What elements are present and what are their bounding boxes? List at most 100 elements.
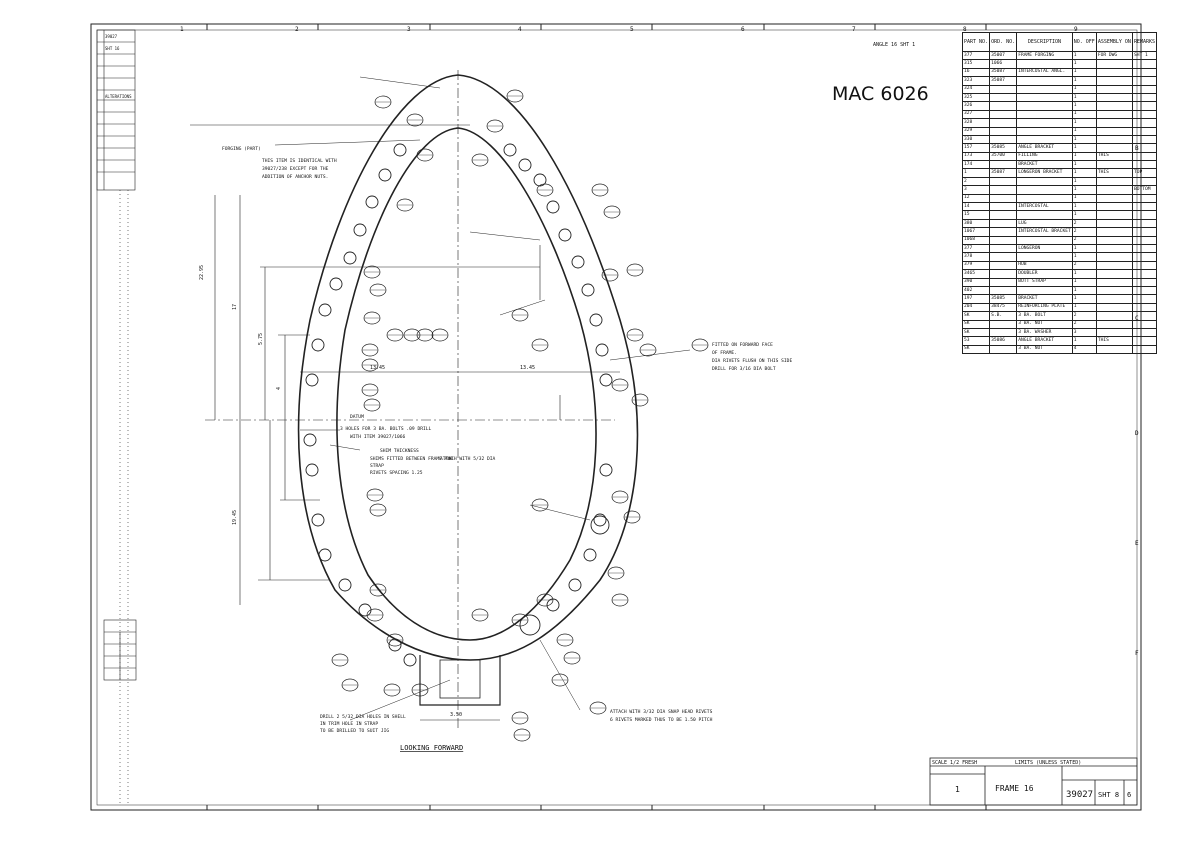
table-cell: 35085 [989, 294, 1018, 304]
table-cell [989, 285, 1018, 296]
table-cell [1131, 227, 1158, 237]
col-label: 9 [1074, 26, 1078, 33]
table-cell: 3 [1071, 327, 1097, 338]
table-cell [1016, 134, 1073, 145]
table-cell: 1 [1071, 118, 1097, 128]
table-cell: 1 [1071, 294, 1097, 304]
table-cell [989, 210, 1018, 220]
table-cell: 1 [1071, 202, 1097, 212]
parts-list-header-cell: REMARKS [1131, 32, 1158, 52]
table-cell: 157 [961, 143, 991, 153]
title-block [929, 757, 1138, 806]
lightening-holes [303, 143, 613, 667]
dim: 13.45 [370, 365, 385, 371]
table-cell [989, 260, 1018, 271]
note-fitted-line: FITTED ON FORWARD FACE [712, 342, 773, 348]
table-cell: 197 [961, 294, 991, 304]
parts-list-header-cell: PART NO. [961, 32, 991, 52]
table-cell: 38475 [989, 302, 1018, 313]
table-cell [1131, 277, 1158, 287]
table-cell: 3 [961, 185, 991, 195]
table-cell [1095, 143, 1133, 153]
dim: 3.50 [450, 712, 462, 718]
row-label: E [1135, 540, 1139, 547]
table-cell: 1 [1071, 243, 1097, 254]
table-cell [1131, 109, 1158, 120]
table-cell: 1 [1071, 126, 1097, 136]
table-cell: 1 [1071, 285, 1097, 296]
parts-list-header-cell: NO. OFF [1071, 32, 1097, 52]
alterations-text: 39027 SHT 16 ALTERATIONS [105, 34, 132, 99]
table-cell: 1 [1071, 185, 1097, 195]
table-cell: 1 [1071, 176, 1097, 187]
table-cell: BOTTOM [1131, 185, 1158, 195]
table-cell: 1067 [961, 227, 991, 237]
table-cell [1131, 59, 1158, 69]
row-label: F [1135, 650, 1139, 657]
table-cell [1095, 101, 1133, 111]
table-cell: SK [961, 311, 991, 321]
note-attach-line: ATTACH WITH 3/32 DIA SNAP HEAD RIVETS [610, 709, 713, 715]
table-cell [1016, 59, 1073, 69]
limits-label: LIMITS (UNLESS STATED) [1015, 760, 1081, 766]
table-cell [1131, 160, 1158, 170]
table-cell [1131, 319, 1158, 329]
table-cell [1095, 302, 1133, 313]
table-cell [1131, 285, 1158, 296]
table-cell: 1 [1071, 168, 1097, 178]
note-fitted-line: OF FRAME. [712, 350, 737, 356]
note-fitted-line: DIA RIVETS FLUSH ON THIS SIDE [712, 358, 792, 364]
table-cell [1095, 118, 1133, 128]
table-cell [1131, 235, 1158, 246]
table-cell: 1 [1071, 84, 1097, 94]
table-cell [1131, 84, 1158, 94]
table-cell: 1 [1071, 160, 1097, 170]
table-cell: 1 [1071, 252, 1097, 262]
table-cell [1016, 235, 1073, 246]
table-cell: INTERCOSTAL BRACKET [1016, 227, 1073, 237]
table-cell: THIS [1095, 168, 1133, 178]
note-attach-line: 6 RIVETS MARKED THUS TO BE 1.50 PITCH [610, 717, 713, 723]
table-cell [989, 84, 1018, 94]
table-cell [1131, 101, 1158, 111]
table-cell [1131, 67, 1158, 78]
table-cell [1095, 218, 1133, 229]
col-label: 1 [180, 26, 184, 33]
table-cell: 1066 [989, 59, 1018, 69]
table-cell: 35086 [989, 336, 1018, 346]
table-cell [989, 202, 1018, 212]
table-cell [989, 193, 1018, 204]
table-cell: 377 [961, 50, 991, 61]
table-cell: 3465 [961, 269, 991, 279]
alterations-strip [96, 29, 137, 805]
table-cell [989, 218, 1018, 229]
parts-list-header-cell: ORD. NO. [989, 32, 1018, 52]
note-fitted-line: DRILL FOR 3/16 DIA BOLT [712, 366, 776, 372]
parts-list-header-cell: ASSEMBLY ON [1095, 32, 1133, 52]
table-cell: 1 [1071, 92, 1097, 103]
table-cell [1131, 311, 1158, 321]
table-cell: 1 [1071, 277, 1097, 287]
note-315-line: THIS ITEM IS IDENTICAL WITH [262, 158, 337, 164]
sheet-id-handwritten: MAC 6026 [832, 83, 929, 105]
table-cell: 390 [961, 277, 991, 287]
table-cell [989, 134, 1018, 145]
table-cell [1131, 252, 1158, 262]
row-label: D [1135, 430, 1139, 437]
table-cell: 1 [1071, 134, 1097, 145]
table-cell: 35007 [989, 50, 1018, 61]
table-cell: BUTT STRAP [1016, 277, 1073, 287]
table-cell [1095, 269, 1133, 279]
